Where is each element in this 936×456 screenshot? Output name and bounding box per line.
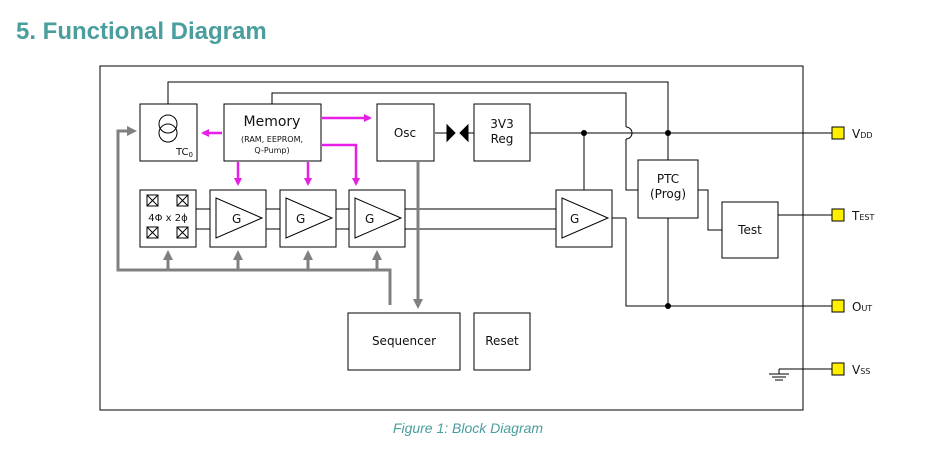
svg-text:TEST: TEST <box>851 209 874 223</box>
sequencer-block: Sequencer <box>347 312 461 371</box>
junction-dot <box>665 130 671 136</box>
osc-block: Osc <box>376 103 435 162</box>
junction-dot <box>581 130 587 136</box>
gain-stage-3: G <box>348 189 406 248</box>
pin-out: OUT <box>831 299 872 314</box>
memory-title: Memory <box>244 114 301 130</box>
ptc-block: PTC (Prog) <box>637 159 699 219</box>
gain-label: G <box>570 212 579 226</box>
gain-label: G <box>296 212 305 226</box>
test-block: Test <box>721 201 779 259</box>
memory-block: Memory (RAM, EEPROM, Q-Pump) <box>223 103 322 162</box>
svg-text:OUT: OUT <box>852 300 872 314</box>
ptc-line2: (Prog) <box>650 187 686 201</box>
control-bus <box>116 126 423 309</box>
memory-sub1: (RAM, EEPROM, <box>241 135 303 144</box>
mux-block: 4Φ x 2ϕ <box>139 189 197 248</box>
gain-label: G <box>365 212 374 226</box>
pin-vss-rest: SS <box>860 367 870 376</box>
pin-test-first: T <box>851 209 860 223</box>
section-heading: 5. Functional Diagram <box>16 18 267 45</box>
svg-text:TC0: TC0 <box>175 147 193 159</box>
junction-dot <box>665 303 671 309</box>
osc-label: Osc <box>394 126 416 140</box>
reg-line1: 3V3 <box>490 117 513 131</box>
tc-label: TC <box>175 147 189 158</box>
pin-vdd: VDD <box>831 126 873 141</box>
pin-out-rest: UT <box>861 304 872 313</box>
tc-block: TC0 <box>139 103 198 162</box>
pin-out-first: O <box>852 300 861 314</box>
pin-test: TEST <box>831 208 874 223</box>
memory-control-arrows <box>201 114 372 186</box>
svg-text:VDD: VDD <box>852 127 873 141</box>
pin-vss: VSS <box>831 362 870 377</box>
svg-text:VSS: VSS <box>852 363 870 377</box>
figure-caption: Figure 1: Block Diagram <box>392 420 544 436</box>
pin-test-rest: EST <box>859 213 874 222</box>
gain-label: G <box>232 212 241 226</box>
gain-stage-1: G <box>209 189 267 248</box>
memory-sub2: Q-Pump) <box>254 146 289 155</box>
reset-block: Reset <box>473 312 531 371</box>
tc-subscript: 0 <box>189 151 193 159</box>
sequencer-label: Sequencer <box>372 334 436 348</box>
regulator-block: 3V3 Reg <box>473 103 531 162</box>
diagram-frame <box>99 65 804 411</box>
test-label: Test <box>737 223 762 237</box>
pin-vdd-rest: DD <box>860 131 872 140</box>
gain-stage-4: G <box>555 189 613 248</box>
reset-label: Reset <box>485 334 519 348</box>
mux-label: 4Φ x 2ϕ <box>148 213 188 224</box>
pin-vdd-first: V <box>852 127 861 141</box>
reg-line2: Reg <box>491 132 514 146</box>
ptc-line1: PTC <box>657 172 679 186</box>
pin-vss-first: V <box>852 363 861 377</box>
gain-stage-2: G <box>279 189 337 248</box>
